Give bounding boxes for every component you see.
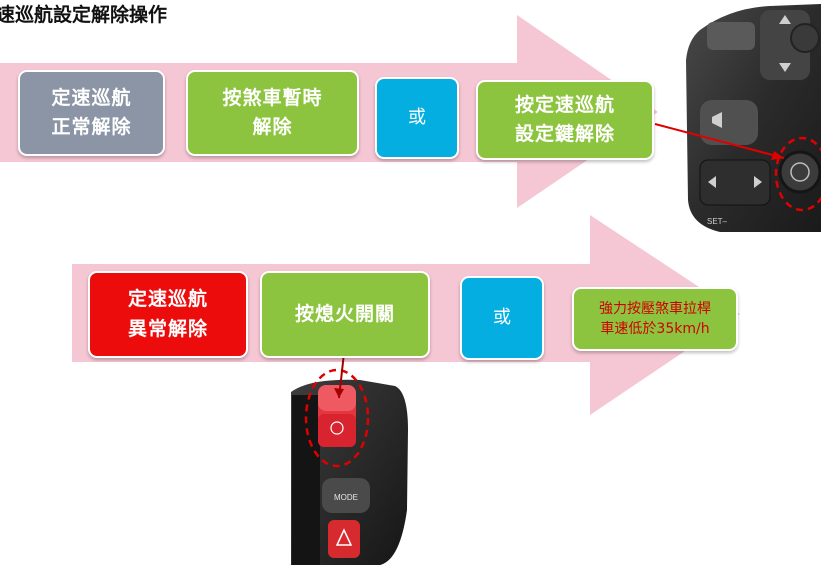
normal-release-box: 定速巡航 正常解除 xyxy=(18,70,165,156)
kill-switch-text: 按熄火開關 xyxy=(294,302,395,325)
kill-switch-box: 按熄火開關 xyxy=(260,271,430,358)
abnormal-release-box: 定速巡航 異常解除 xyxy=(88,271,248,358)
normal-release-line1: 定速巡航 xyxy=(51,86,132,109)
or-box-top: 或 xyxy=(375,77,459,159)
normal-release-line2: 正常解除 xyxy=(51,116,132,138)
kill-switch-highlight xyxy=(304,368,370,468)
set-label: SET– xyxy=(707,217,728,226)
brake-release-line1: 按煞車暫時 xyxy=(222,86,323,109)
lever-release-line1: 強力按壓煞車拉桿 xyxy=(599,300,711,317)
or-text-bottom: 或 xyxy=(493,307,511,329)
set-key-release-line1: 按定速巡航 xyxy=(514,93,615,116)
set-key-release-box: 按定速巡航 設定鍵解除 xyxy=(476,80,654,160)
lever-release-line2: 車速低於35km/h xyxy=(600,321,710,337)
abnormal-release-line1: 定速巡航 xyxy=(127,288,208,311)
pointer-line-set-key xyxy=(654,123,785,159)
or-text-top: 或 xyxy=(408,107,426,129)
brake-release-line2: 解除 xyxy=(252,116,293,138)
mode-label: MODE xyxy=(334,493,358,502)
brake-release-box: 按煞車暫時 解除 xyxy=(186,70,359,156)
lever-release-box: 強力按壓煞車拉桿 車速低於35km/h xyxy=(572,287,738,351)
set-key-highlight xyxy=(774,136,821,212)
set-key-release-line2: 設定鍵解除 xyxy=(514,123,615,145)
page-title: 速巡航設定解除操作 xyxy=(0,4,168,26)
abnormal-release-line2: 異常解除 xyxy=(127,317,208,340)
or-box-bottom: 或 xyxy=(460,276,544,360)
